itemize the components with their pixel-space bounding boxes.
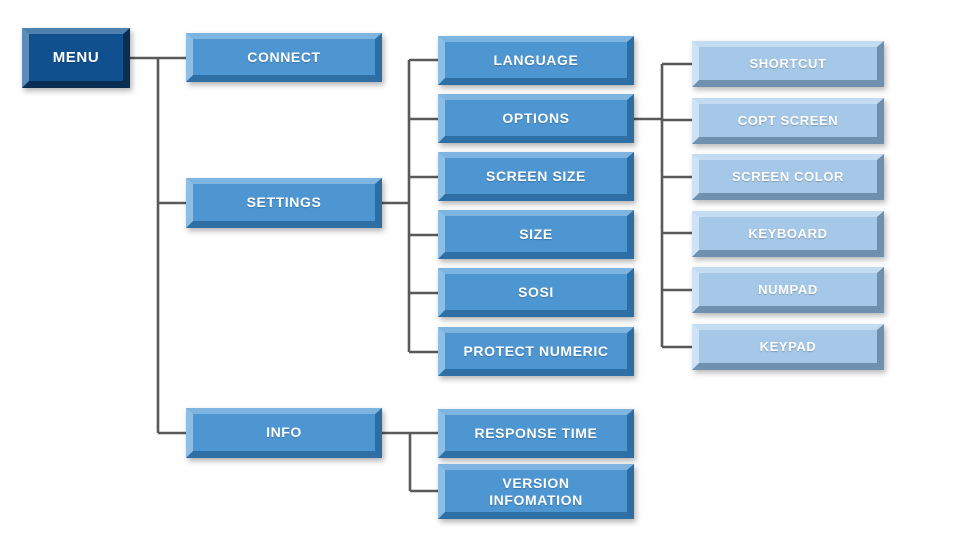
node-connect-label: CONNECT — [247, 48, 321, 65]
node-info[interactable]: INFO — [186, 408, 382, 458]
node-protect-numeric[interactable]: PROTECT NUMERIC — [438, 327, 634, 376]
node-response-time[interactable]: RESPONSE TIME — [438, 409, 634, 458]
node-keyboard-label: KEYBOARD — [748, 225, 828, 241]
node-info-bevel — [186, 408, 382, 458]
node-response-time-bevel — [438, 409, 634, 458]
node-menu-bevel — [22, 28, 130, 88]
node-protect-numeric-bevel — [438, 327, 634, 376]
node-screen-color[interactable]: SCREEN COLOR — [692, 154, 884, 200]
node-version-infomation-label: VERSION INFOMATION — [479, 475, 593, 508]
node-sosi[interactable]: SOSI — [438, 268, 634, 317]
node-size-bevel — [438, 210, 634, 259]
node-version-infomation-line1: VERSION — [502, 474, 570, 491]
node-connect[interactable]: CONNECT — [186, 33, 382, 82]
node-menu[interactable]: MENU — [22, 28, 130, 88]
node-copt-screen[interactable]: COPT SCREEN — [692, 98, 884, 144]
node-sosi-label: SOSI — [518, 283, 554, 300]
node-keypad[interactable]: KEYPAD — [692, 324, 884, 370]
node-menu-label: MENU — [52, 48, 100, 66]
node-version-infomation-line2: INFOMATION — [489, 491, 583, 508]
node-copt-screen-label: COPT SCREEN — [737, 112, 839, 128]
node-language[interactable]: LANGUAGE — [438, 36, 634, 85]
node-keyboard-bevel — [692, 211, 884, 257]
node-options-bevel — [438, 94, 634, 143]
node-options-label: OPTIONS — [502, 109, 570, 126]
node-numpad-bevel — [692, 267, 884, 313]
node-settings[interactable]: SETTINGS — [186, 178, 382, 228]
node-options[interactable]: OPTIONS — [438, 94, 634, 143]
node-keypad-bevel — [692, 324, 884, 370]
node-settings-bevel — [186, 178, 382, 228]
node-language-bevel — [438, 36, 634, 85]
node-version-infomation-bevel — [438, 464, 634, 519]
node-shortcut[interactable]: SHORTCUT — [692, 41, 884, 87]
node-numpad[interactable]: NUMPAD — [692, 267, 884, 313]
node-size[interactable]: SIZE — [438, 210, 634, 259]
node-info-label: INFO — [266, 424, 302, 441]
node-protect-numeric-label: PROTECT NUMERIC — [463, 342, 609, 359]
node-copt-screen-bevel — [692, 98, 884, 144]
node-shortcut-bevel — [692, 41, 884, 87]
node-version-infomation[interactable]: VERSION INFOMATION — [438, 464, 634, 519]
node-keypad-label: KEYPAD — [759, 338, 817, 354]
node-screen-size-label: SCREEN SIZE — [486, 167, 586, 184]
node-connect-bevel — [186, 33, 382, 82]
node-numpad-label: NUMPAD — [758, 281, 818, 297]
node-screen-color-label: SCREEN COLOR — [732, 168, 844, 184]
node-shortcut-label: SHORTCUT — [749, 55, 827, 71]
node-screen-size-bevel — [438, 152, 634, 201]
node-keyboard[interactable]: KEYBOARD — [692, 211, 884, 257]
node-settings-label: SETTINGS — [246, 194, 322, 211]
node-sosi-bevel — [438, 268, 634, 317]
node-screen-size[interactable]: SCREEN SIZE — [438, 152, 634, 201]
node-screen-color-bevel — [692, 154, 884, 200]
node-size-label: SIZE — [519, 225, 553, 242]
node-response-time-label: RESPONSE TIME — [474, 424, 598, 441]
node-language-label: LANGUAGE — [493, 51, 579, 68]
